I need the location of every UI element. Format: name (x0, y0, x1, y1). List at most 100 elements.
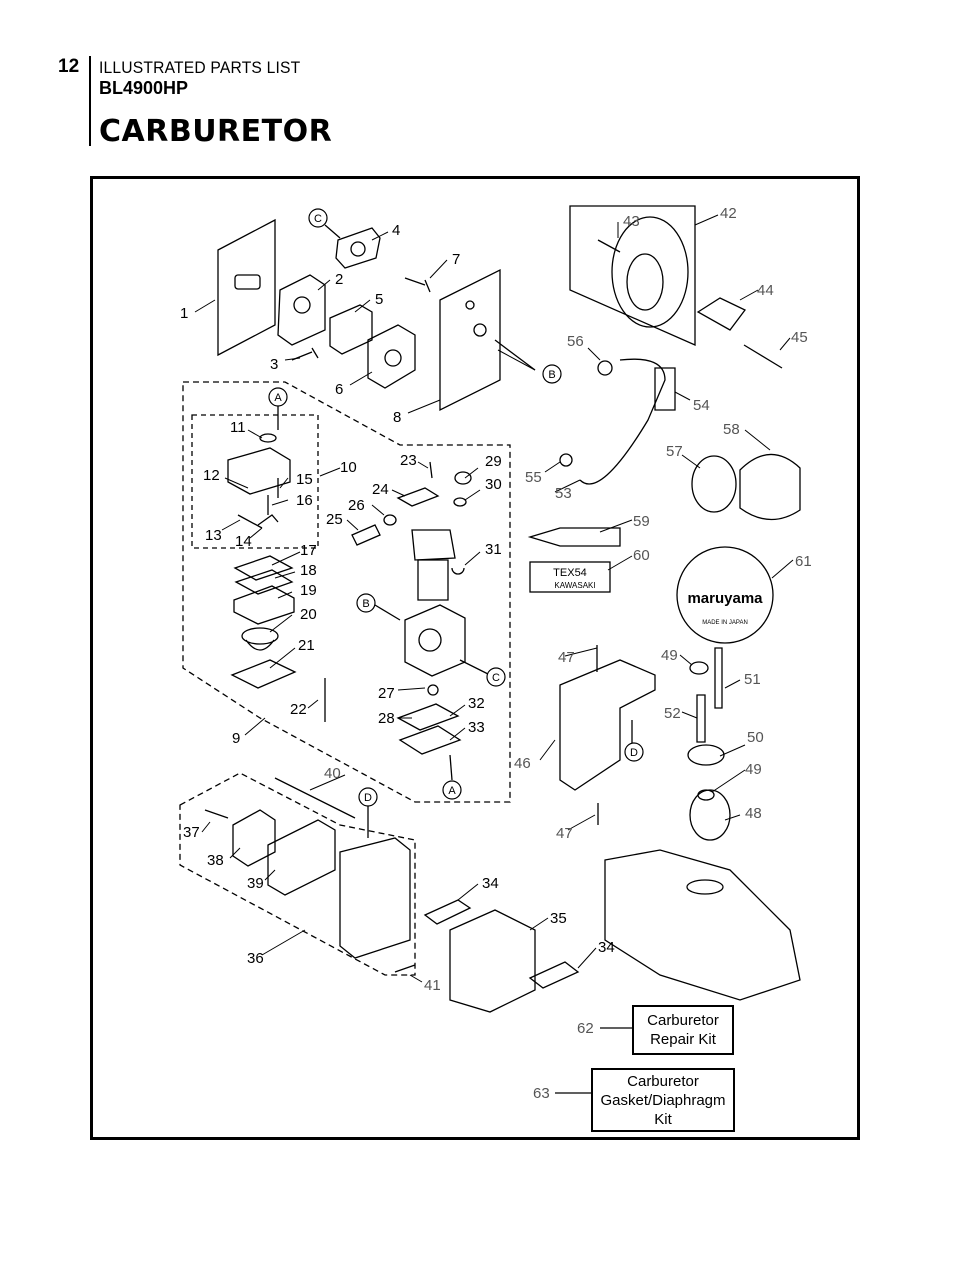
label-38: 38 (207, 852, 224, 869)
kit-63-line3: Kit (654, 1110, 672, 1128)
group-36-outline (179, 772, 416, 976)
label-18: 18 (300, 562, 317, 579)
part-35-cover (449, 909, 536, 1013)
part-5-gasket (329, 304, 373, 355)
callout-c-mid (486, 667, 506, 687)
callout-c-top-label: C (314, 213, 322, 225)
kit-62-number: 62 (577, 1020, 594, 1037)
callout-c-top (308, 208, 328, 228)
label-52: 52 (664, 705, 681, 722)
label-1: 1 (180, 305, 188, 322)
label-34b: 34 (598, 939, 615, 956)
label-58: 58 (723, 421, 740, 438)
page-number: 12 (58, 56, 80, 77)
part-19-pump (233, 585, 295, 625)
group-10-outline (191, 414, 319, 549)
part-51-pin (714, 647, 723, 709)
arrow-a-bot (449, 754, 453, 781)
part-36-muffler (339, 837, 411, 959)
part-48-mount (689, 789, 731, 841)
part-1-plate (217, 218, 276, 357)
callout-b-top (542, 364, 562, 384)
part-carb-barrel (417, 559, 449, 601)
label-44: 44 (757, 282, 774, 299)
label-49b: 49 (745, 761, 762, 778)
part-21-cover (230, 659, 297, 689)
kit-63-number: 63 (533, 1085, 550, 1102)
part-29-cap (454, 471, 472, 485)
label-39: 39 (247, 875, 264, 892)
label-9: 9 (232, 730, 240, 747)
part-43-screw (597, 239, 621, 253)
model-name: BL4900HP (99, 78, 189, 98)
part-8-plate (439, 268, 501, 412)
label-7: 7 (452, 251, 460, 268)
page-title: CARBURETOR (99, 114, 333, 149)
label-35: 35 (550, 910, 567, 927)
part-carb-shaft (411, 529, 456, 561)
section-title: ILLUSTRATED PARTS LIST (99, 58, 301, 77)
engine-base-plate (604, 849, 801, 1001)
callout-a-top (268, 387, 288, 407)
label-16: 16 (296, 492, 313, 509)
label-51: 51 (744, 671, 761, 688)
callout-a-bot (442, 780, 462, 800)
label-14: 14 (235, 533, 252, 550)
part-27-nut (427, 684, 439, 696)
label-12: 12 (203, 467, 220, 484)
label-19: 19 (300, 582, 317, 599)
label-54: 54 (693, 397, 710, 414)
label-61: 61 (795, 553, 812, 570)
part-54-tube (654, 367, 676, 411)
label-59: 59 (633, 513, 650, 530)
callout-d-right (624, 742, 644, 762)
part-2-insulator (277, 274, 326, 346)
part-carb-body (404, 604, 466, 677)
part-34-gasket-a (423, 899, 472, 925)
label-40: 40 (324, 765, 341, 782)
part-46-bracket (559, 659, 656, 791)
label-31: 31 (485, 541, 502, 558)
label-8: 8 (393, 409, 401, 426)
part-20-bulb (241, 627, 279, 651)
kawasaki-text: KAWASAKI (554, 581, 595, 590)
part-14-lever (257, 514, 279, 526)
label-4: 4 (392, 222, 400, 239)
part-49-washer-a (689, 661, 709, 675)
part-37-bolt (204, 809, 229, 819)
label-13: 13 (205, 527, 222, 544)
label-45: 45 (791, 329, 808, 346)
part-39-gasket (267, 819, 336, 896)
logo-text: maruyama (687, 590, 763, 607)
label-22: 22 (290, 701, 307, 718)
kit-62-line1: Carburetor (647, 1012, 719, 1029)
part-45-bolt (743, 344, 783, 369)
label-53: 53 (555, 485, 572, 502)
group-9-outline (182, 381, 511, 803)
part-6-body (367, 324, 416, 389)
callout-d-right-label: D (630, 747, 638, 759)
label-5: 5 (375, 291, 383, 308)
label-37: 37 (183, 824, 200, 841)
part-41-screw (394, 964, 416, 973)
label-49a: 49 (661, 647, 678, 664)
callout-c-mid-label: C (492, 672, 500, 684)
part-17-gasket (233, 555, 294, 581)
label-46: 46 (514, 755, 531, 772)
callout-a-top-label: A (274, 392, 282, 404)
part-57-cap (691, 455, 737, 513)
part-40-bolt (274, 777, 356, 819)
arrow-b-top (494, 339, 536, 371)
label-41: 41 (424, 977, 441, 994)
part-25-sleeve (351, 524, 381, 546)
label-30: 30 (485, 476, 502, 493)
part-13-pin (237, 514, 263, 529)
label-29: 29 (485, 453, 502, 470)
made-in-japan-text: MADE IN JAPAN (702, 620, 748, 626)
part-12-block (227, 447, 291, 495)
part-26-nut (383, 514, 397, 526)
part-56-clamp (597, 360, 613, 376)
label-11: 11 (230, 419, 246, 436)
label-50: 50 (747, 729, 764, 746)
label-57: 57 (666, 443, 683, 460)
